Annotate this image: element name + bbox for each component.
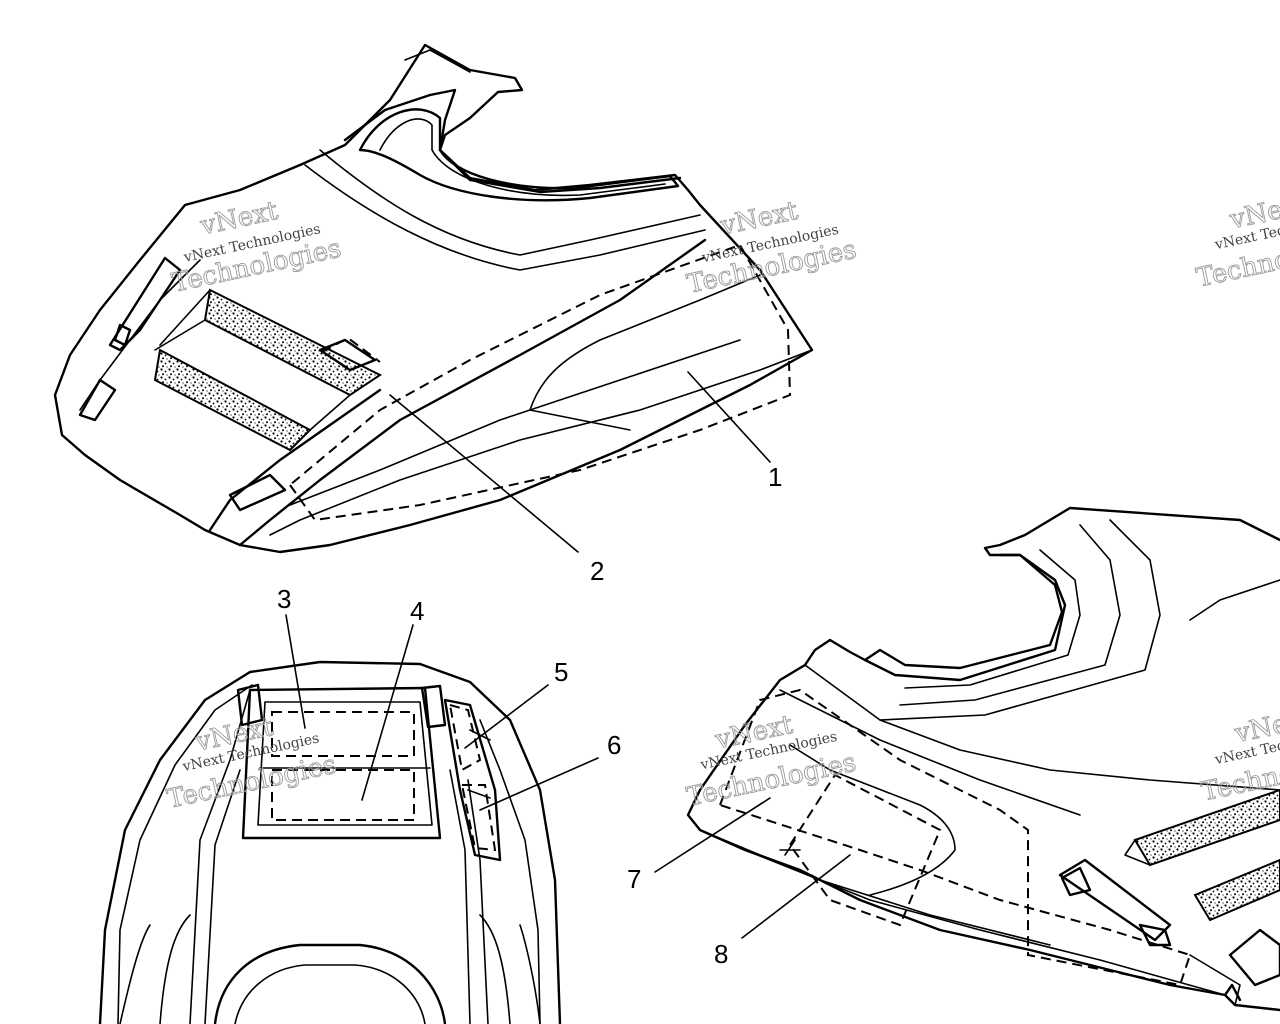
leader-5: [464, 684, 549, 749]
watermark-4: vNext vNext Technologies Technologies: [164, 711, 339, 815]
hood-view-top-left: [53, 43, 814, 554]
decal-7-outline: [718, 688, 1192, 987]
leader-8: [741, 854, 851, 939]
watermark-6: vNext vNext Technologies Technologies: [1198, 703, 1280, 808]
callout-3: 3: [277, 584, 291, 614]
hood-view-front: [98, 614, 599, 1024]
hood-view-bottom-right: [654, 506, 1280, 1012]
leader-1: [687, 371, 771, 463]
callout-4: 4: [410, 596, 424, 626]
callout-1: 1: [768, 462, 782, 492]
callout-8: 8: [714, 939, 728, 969]
leader-7: [654, 797, 771, 873]
foam-strip-lower: [153, 348, 312, 452]
decal-5-outline: [448, 703, 482, 772]
callout-2: 2: [590, 556, 604, 586]
watermark-1: vNext vNext Technologies Technologies: [169, 195, 344, 299]
decal-3-outline: [271, 711, 415, 757]
decal-8-outline: [788, 773, 942, 927]
decal-1-outline: [288, 243, 792, 522]
decal-6-outline: [460, 784, 497, 852]
callout-6: 6: [607, 730, 621, 760]
leader-2: [389, 394, 579, 553]
decal-4-outline: [271, 769, 415, 821]
callout-7: 7: [627, 864, 641, 894]
callout-5: 5: [554, 657, 568, 687]
foam-strip-right-lower: [1193, 858, 1280, 922]
leader-3: [285, 614, 306, 729]
watermark-3: vNext vNext Technologies Technologies: [1193, 189, 1280, 294]
leader-6: [479, 757, 599, 811]
leader-4: [361, 624, 414, 801]
foam-strip-right-upper: [1133, 788, 1280, 867]
